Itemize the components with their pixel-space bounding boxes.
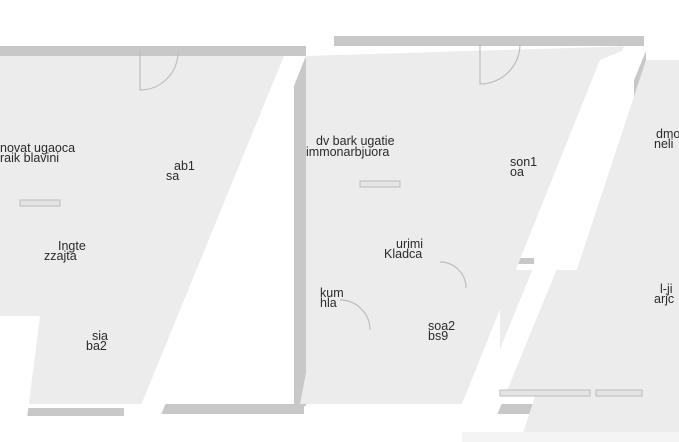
- room-label-line2: zzajta: [44, 249, 77, 263]
- room-label-line2: ba2: [86, 339, 107, 353]
- doors: [139, 43, 521, 331]
- room-label-line1: l-ji: [660, 282, 673, 296]
- room-label-line2: Kladca: [384, 247, 422, 261]
- room-label-line2: immonarbjuora: [306, 145, 389, 159]
- room-label-line1: dv bark ugatie: [316, 134, 395, 148]
- room-label-line1: urimi: [396, 237, 423, 251]
- room-label-line2: oa: [510, 165, 524, 179]
- room-label-line2: raik blavini: [0, 151, 59, 165]
- room-label-line2: hla: [320, 296, 337, 310]
- room-label-line2: neli: [654, 137, 673, 151]
- room-label-line2: bs9: [428, 329, 448, 343]
- floor-slabs: [0, 46, 679, 442]
- room-label-line1: Ingte: [58, 239, 86, 253]
- room-label-line1: novat ugaoca: [0, 141, 75, 155]
- room-label-line2: arjc: [654, 292, 674, 306]
- room-label-line1: son1: [510, 155, 537, 169]
- room-label-line1: dmo: [656, 127, 679, 141]
- windows: [19, 180, 643, 397]
- room-label-line1: kum: [320, 286, 344, 300]
- room-label-line1: ab1: [174, 159, 195, 173]
- room-label-line1: sia: [92, 329, 108, 343]
- room-label-line2: sa: [166, 169, 179, 183]
- room-labels: novat ugaoca raik blavini ab1 sa dv bark…: [0, 127, 679, 353]
- room-label-line1: soa2: [428, 319, 455, 333]
- overlay-bands: [0, 46, 679, 442]
